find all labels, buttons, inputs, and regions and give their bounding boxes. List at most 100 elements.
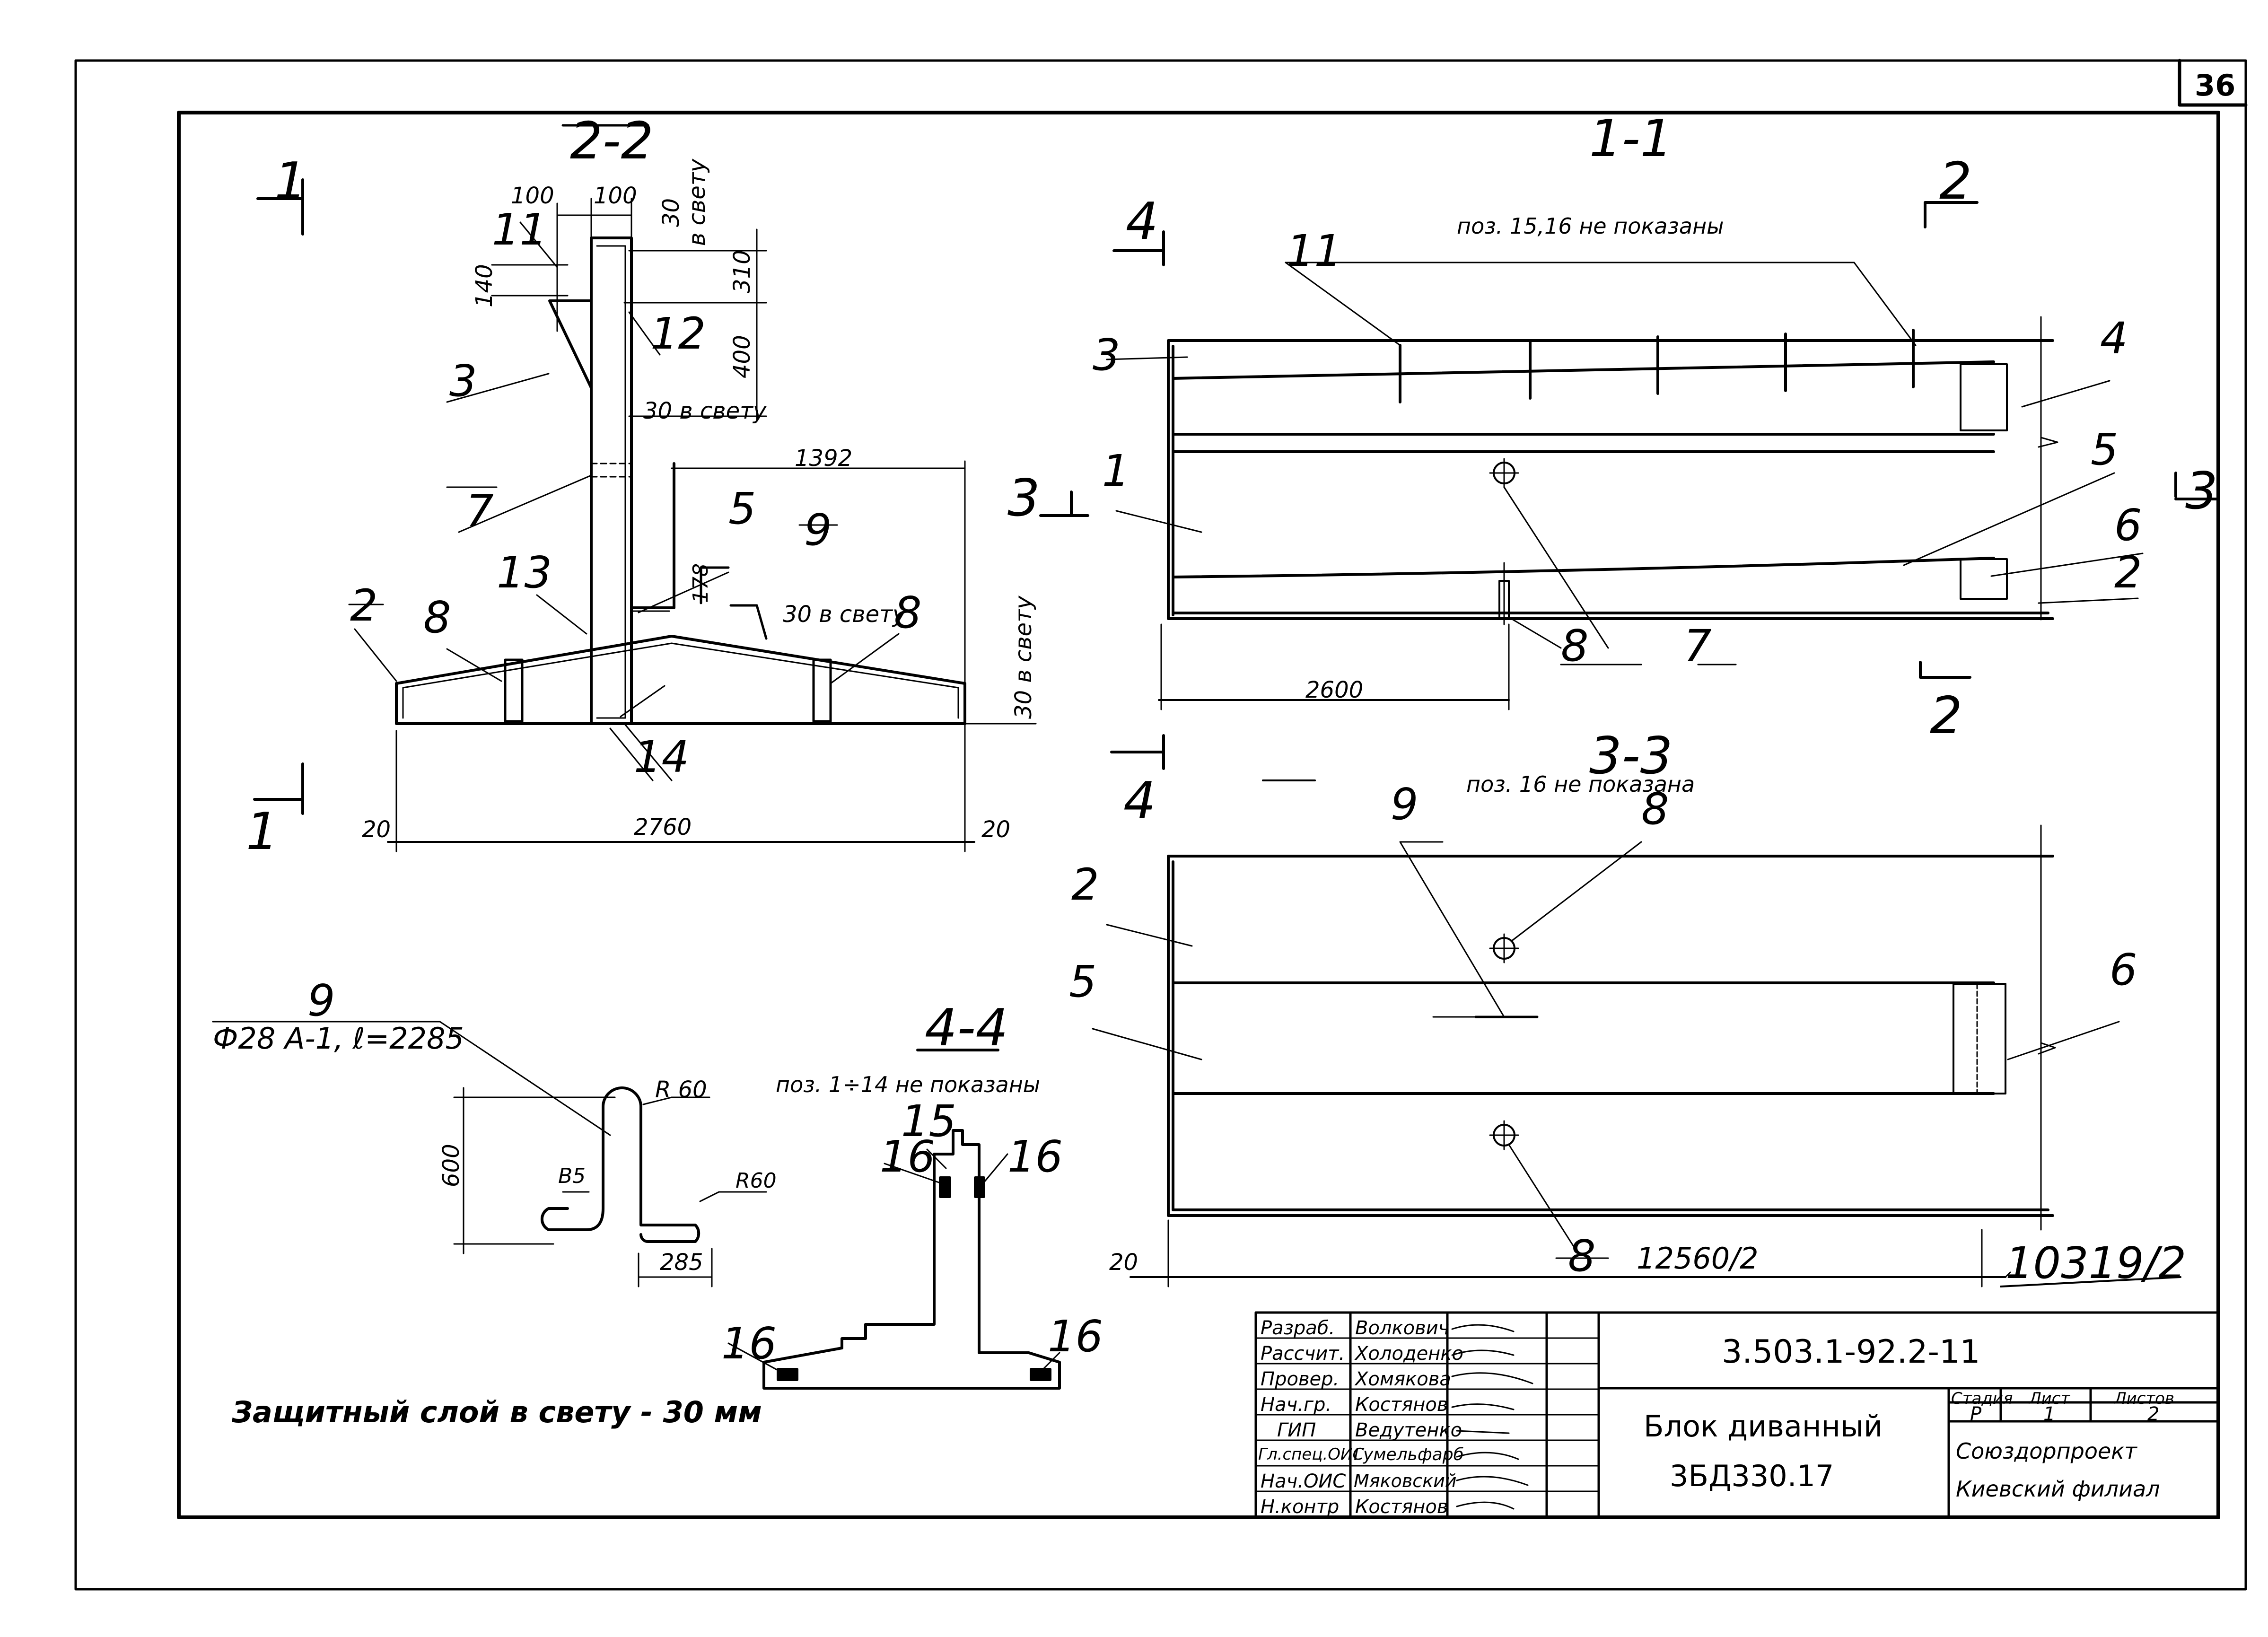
- pos-8-s33-bottom: 8: [1568, 1231, 1596, 1281]
- pos-16-s44-bl: 16: [721, 1318, 777, 1369]
- pos-5-s33: 5: [1069, 956, 1097, 1007]
- pos-11-s22: 11: [492, 204, 548, 255]
- dim-30-v-svetu-right: 30 в свету: [1010, 595, 1037, 719]
- tb-name-4: Ведутенко: [1355, 1419, 1462, 1441]
- pos-8-s22-left: 8: [423, 592, 451, 643]
- dim-r60-right: R60: [736, 1169, 777, 1193]
- tb-sheets: 2: [2147, 1403, 2160, 1425]
- dim-100a: 100: [511, 183, 554, 209]
- pos-3-s11: 3: [1093, 330, 1121, 380]
- inventory-number: 10319/2: [2005, 1238, 2187, 1288]
- tb-stage: Р: [1970, 1403, 1982, 1425]
- pos-15-s44: 15: [901, 1096, 957, 1147]
- pos-3-s22: 3: [449, 356, 477, 406]
- tb-role-7: Н.контр: [1261, 1496, 1340, 1518]
- dim-310: 310: [729, 250, 755, 293]
- cut-mark-3-s22: 3: [1007, 469, 1040, 528]
- pos-4-s11: 4: [2100, 313, 2128, 364]
- cut-mark-1-bottom: 1: [246, 802, 279, 861]
- tb-role-4: ГИП: [1277, 1419, 1316, 1441]
- pos-1-s11: 1: [1102, 446, 1130, 496]
- tb-name-3: Костянов: [1355, 1394, 1448, 1416]
- pos-2-s33: 2: [1071, 859, 1099, 910]
- cut-mark-2-top: 2: [1939, 152, 1972, 211]
- dim-12560: 12560/2: [1637, 1241, 1759, 1276]
- tb-sheets-hdr: Листов: [2114, 1389, 2175, 1408]
- tb-name-2: Хомякова: [1355, 1368, 1451, 1390]
- dim-20-right: 20: [981, 816, 1011, 843]
- pos-16-s44-right: 16: [1007, 1131, 1063, 1182]
- pos-8-s22-right: 8: [894, 587, 922, 638]
- pos-6-s33: 6: [2110, 945, 2137, 995]
- cut-mark-3-right: 3: [2185, 462, 2218, 521]
- dim-r60-top: R 60: [655, 1077, 707, 1103]
- dim-30-top: 30: [658, 198, 684, 227]
- tb-role-3: Нач.гр.: [1261, 1394, 1332, 1416]
- section-3-3: [1092, 824, 2120, 1287]
- dim-400: 400: [729, 335, 755, 378]
- dim-178: 178: [689, 563, 713, 603]
- dim-20-s33: 20: [1109, 1249, 1138, 1276]
- dim-b5: В5: [558, 1164, 586, 1188]
- dim-100b: 100: [594, 183, 637, 209]
- tb-role-1: Рассчит.: [1261, 1343, 1345, 1365]
- rebar-9-spec: Ф28 А-1, ℓ=2285: [213, 1021, 464, 1056]
- tb-code: 3.503.1-92.2-11: [1722, 1333, 1980, 1371]
- tb-sheet: 1: [2043, 1403, 2056, 1425]
- pos-9-s33: 9: [1391, 779, 1419, 830]
- section-4-4-title: 4-4: [925, 998, 1008, 1058]
- pos-9-s22: 9: [804, 505, 832, 555]
- rebar-9-pos: 9: [307, 975, 335, 1026]
- inventory-underline: [2000, 1276, 2181, 1287]
- pos-14-s22: 14: [634, 732, 690, 782]
- pos-16-s44-br: 16: [1048, 1311, 1103, 1362]
- pos-12-s22: 12: [650, 308, 706, 359]
- pos-16-s44-left: 16: [880, 1131, 936, 1182]
- page-number-box: [2178, 59, 2248, 107]
- inner-frame: [177, 111, 2220, 1519]
- outer-frame: [74, 59, 2247, 1591]
- section-2-2: [253, 124, 1037, 852]
- cut-mark-4-mid: 4: [1123, 771, 1156, 831]
- section-1-1-note: поз. 15,16 не показаны: [1457, 213, 1724, 239]
- tb-name-0: Волкович: [1355, 1317, 1450, 1339]
- dim-2600: 2600: [1305, 677, 1364, 703]
- rebar-9-detail: [212, 1021, 767, 1287]
- tb-name-6: Мяковский: [1354, 1471, 1457, 1491]
- tb-name-line1: Блок диванный: [1644, 1409, 1883, 1444]
- pos-11-s11: 11: [1287, 226, 1342, 276]
- tb-name-1: Холоденко: [1355, 1343, 1463, 1365]
- tb-role-6: Нач.ОИС: [1261, 1471, 1346, 1492]
- tb-org-line2: Киевский филиал: [1956, 1476, 2160, 1502]
- protective-layer-note: Защитный слой в свету - 30 мм: [232, 1395, 762, 1429]
- dim-30-b-svetu: 30 в свету: [783, 601, 906, 628]
- dim-1392: 1392: [795, 445, 853, 472]
- dim-600: 600: [438, 1144, 464, 1187]
- section-1-1: [1039, 201, 2220, 781]
- tb-org-line1: Союздорпроект: [1956, 1438, 2137, 1464]
- section-3-3-note: поз. 16 не показана: [1466, 771, 1695, 797]
- tb-name-5: Гумельфарб: [1354, 1445, 1464, 1464]
- section-4-4: [727, 1049, 1061, 1390]
- dim-v-svetu-top: в свету: [684, 158, 710, 246]
- pos-8-s11: 8: [1561, 621, 1589, 671]
- pos-2-s22: 2: [350, 580, 378, 631]
- cut-mark-2-bottom: 2: [1930, 686, 1962, 745]
- pos-8-s33-top: 8: [1641, 784, 1669, 834]
- pos-6-s11: 6: [2114, 500, 2142, 551]
- title-block: [1254, 1311, 2220, 1519]
- tb-name-line2: 3БД330.17: [1670, 1459, 1834, 1493]
- tb-role-2: Провер.: [1261, 1368, 1340, 1390]
- dim-30-v-svetu-mid: 30 в свету: [643, 398, 767, 424]
- pos-5-s22: 5: [728, 483, 756, 534]
- tb-name-7: Костянов: [1355, 1496, 1448, 1518]
- pos-7-s11: 7: [1684, 621, 1712, 671]
- dim-2760: 2760: [634, 814, 692, 840]
- tb-stage-hdr: Стадия: [1951, 1389, 2013, 1408]
- tb-role-0: Разраб.: [1261, 1317, 1335, 1339]
- pos-2-s11: 2: [2114, 547, 2142, 598]
- cut-mark-4-top: 4: [1126, 192, 1158, 251]
- section-1-1-title: 1-1: [1589, 109, 1673, 168]
- tb-role-5: Гл.спец.ОИС: [1258, 1445, 1364, 1464]
